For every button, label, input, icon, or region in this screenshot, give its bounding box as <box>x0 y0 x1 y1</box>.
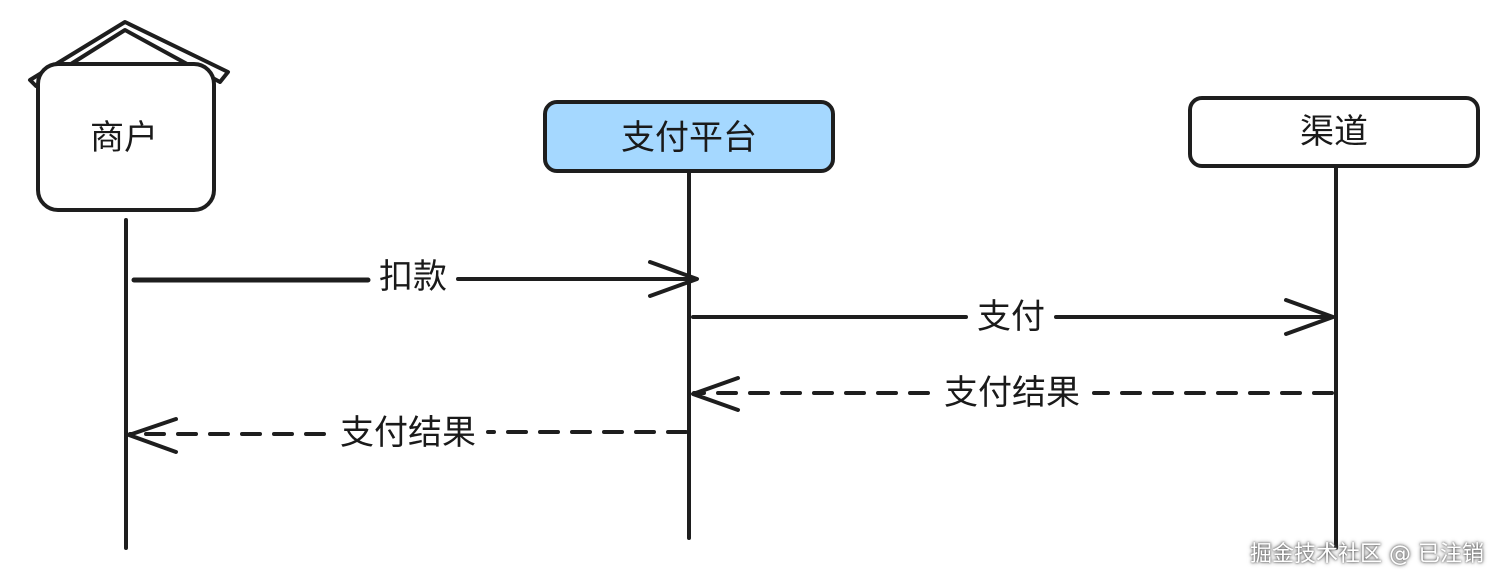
message-pay-arrowhead <box>1284 298 1335 336</box>
message-result-merchant-arrowhead <box>127 417 178 454</box>
actor-platform: 支付平台 <box>543 100 835 173</box>
actor-channel: 渠道 <box>1188 96 1480 168</box>
message-result-channel-label: 支付结果 <box>944 373 1080 413</box>
message-pay: 支付 <box>691 297 1335 337</box>
message-deduct-arrowhead <box>648 260 699 298</box>
message-result-merchant-label: 支付结果 <box>340 413 476 453</box>
message-deduct: 扣款 <box>131 257 699 298</box>
message-result-channel-arrowhead <box>691 376 740 412</box>
message-pay-label: 支付 <box>977 297 1045 337</box>
merchant-label: 商户 <box>90 118 158 158</box>
message-deduct-label: 扣款 <box>379 257 447 297</box>
watermark: 掘金技术社区 @ 已注销 <box>1250 542 1484 567</box>
platform-label: 支付平台 <box>621 118 757 158</box>
actor-merchant: 商户 <box>28 20 230 212</box>
channel-label: 渠道 <box>1300 112 1368 152</box>
message-result-channel: 支付结果 <box>691 373 1334 413</box>
merchant-box <box>36 62 216 212</box>
message-result-merchant: 支付结果 <box>127 413 688 454</box>
